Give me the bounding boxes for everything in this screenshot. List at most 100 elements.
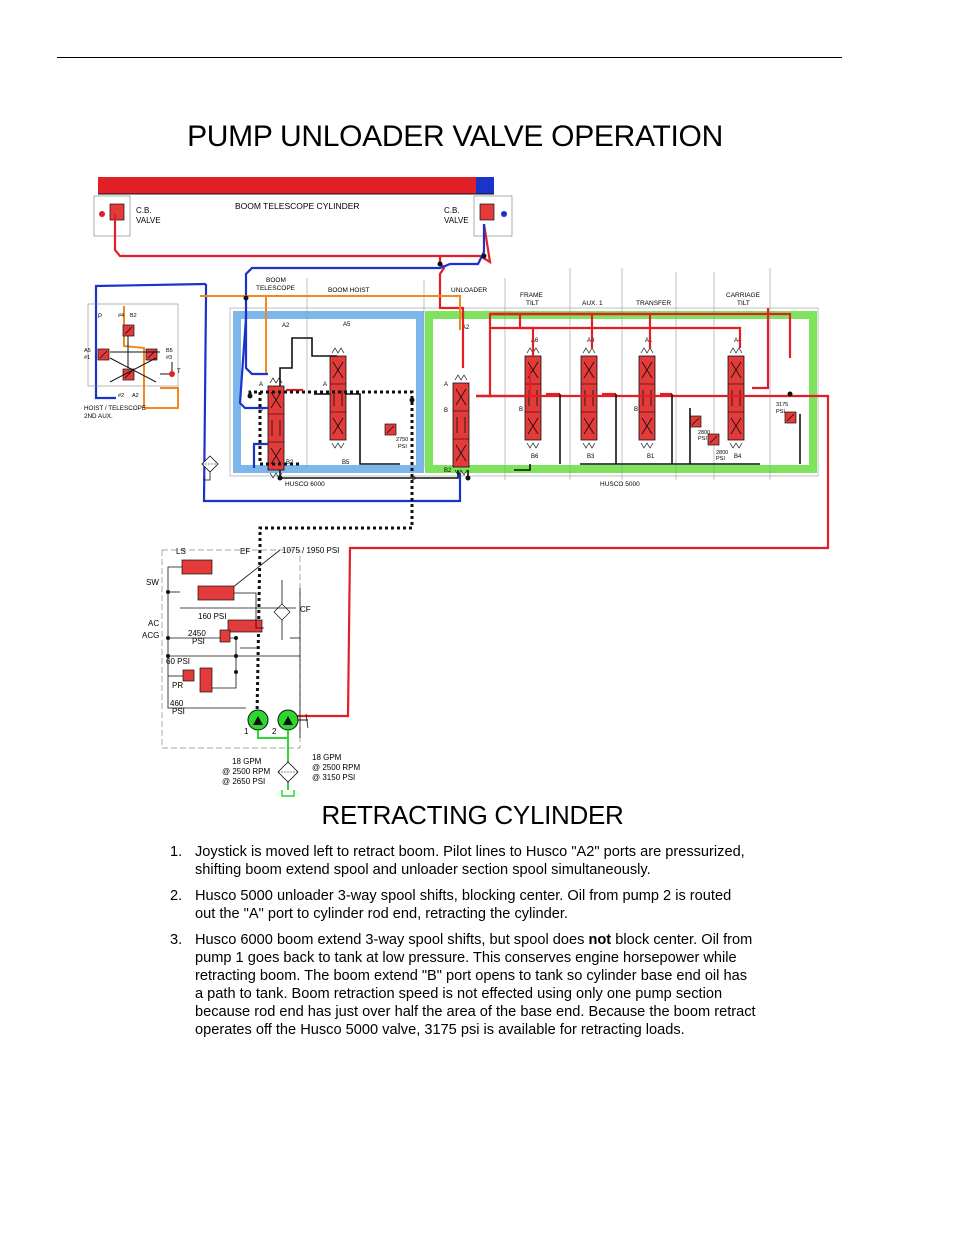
port-b3: B3 [587,454,595,460]
pump-1-spec-3: @ 2650 PSI [222,777,265,786]
joystick-label-2: #2 [118,393,124,399]
section-carriage-tilt-1: CARRIAGE [726,292,761,299]
port-b-transfer: B [634,407,638,413]
boom-cylinder-barrel [98,177,476,194]
port-a2: A2 [282,323,290,329]
pump-1-spec-2: @ 2500 RPM [222,767,270,776]
section-aux1: AUX. 1 [582,300,603,307]
pump-2-spec-3: @ 3150 PSI [312,773,355,782]
pump-2-spec-2: @ 2500 RPM [312,763,360,772]
port-b-frame: B [519,407,523,413]
pump-acg: ACG [142,631,159,640]
pump-ls: LS [176,547,186,556]
pump-1075: 1075 / 1950 PSI [282,546,339,555]
step-3-line-5: operates off the Husco 5000 valve, 3175 … [195,1022,685,1038]
joystick-valve-4 [122,324,135,337]
spool-aux1 [580,347,598,449]
port-b2-unloader: B2 [444,468,452,474]
port-a-hoist: A [323,382,327,388]
section-frame-tilt-2: TILT [526,300,539,307]
step-1: 1. Joystick is moved left to retract boo… [170,843,790,879]
step-3-line-3: a path to tank. Boom retraction speed is… [195,986,723,1002]
load-sense-line [248,390,414,717]
port-a-6000: A [259,382,263,388]
joystick-block [87,303,179,387]
port-b6: B6 [531,454,539,460]
relief-2800a [689,415,702,428]
psi-2800a-1: 2800 [698,430,710,436]
port-b5: B5 [342,460,350,466]
pump-sw: SW [146,578,159,587]
port-b4: B4 [734,454,742,460]
section-unloader: UNLOADER [451,287,487,294]
husco-6000-frame [233,311,424,473]
cb-valve-right-label-2: VALVE [444,216,469,225]
pump-1-label: 1 [244,727,249,736]
psi-2800b-2: PSI [716,456,725,462]
steps-list: 1. Joystick is moved left to retract boo… [170,843,790,1047]
hoist-telescope-label-1: HOIST / TELESCOPE [84,405,146,412]
step-3-before-bold: Husco 6000 boom extend 3-way spool shift… [195,932,589,948]
pump-460-2: PSI [172,707,185,716]
step-3-line-4: because rod end has just over half the a… [195,1004,756,1020]
port-b-unloader: B [444,408,448,414]
psi-2750-2: PSI [398,444,407,450]
pump-2450-1: 2450 [188,629,206,638]
joystick-label-b2: B2 [130,313,137,319]
joystick-valve-1 [97,348,110,361]
joystick-label-3: #3 [166,355,172,361]
step-3-line-2: retracting boom. The boom extend "B" por… [195,968,748,984]
pump-2450-2: PSI [192,637,205,646]
pump-60: 60 PSI [166,657,190,666]
step-2-number: 2. [170,888,183,904]
spool-boom-telescope [267,377,285,479]
step-3-after-bold: block center. Oil from [611,932,753,948]
section-title: RETRACTING CYLINDER [321,800,624,830]
boom-cylinder-base [476,177,494,194]
joystick-label-4: #4 [118,313,124,319]
section-transfer: TRANSFER [636,300,671,307]
port-p: P [412,477,416,483]
section-boom-hoist: BOOM HOIST [328,287,370,294]
pump-cf: CF [300,605,311,614]
port-a-unloader: A [444,382,448,388]
step-3-line-1: pump 1 goes back to tank at low pressure… [195,950,737,966]
relief-2750 [384,423,397,436]
joystick-label-a2: A2 [132,393,139,399]
boom-cylinder-label: BOOM TELESCOPE CYLINDER [235,201,360,211]
spool-transfer [638,347,656,449]
cb-valve-left-symbol [109,203,125,221]
section-boom-telescope-2: TELESCOPE [256,285,296,292]
pump-ac: AC [148,619,159,628]
step-2: 2. Husco 5000 unloader 3-way spool shift… [170,887,790,923]
pump-460-1: 460 [170,699,184,708]
hydraulic-schematic: BOOM TELESCOPE CYLINDER C.B. VALVE C.B. … [84,177,830,797]
hoist-telescope-label-2: 2ND AUX. [84,413,113,420]
section-carriage-tilt-2: TILT [737,300,750,307]
step-2-line-2: out the "A" port to cylinder rod end, re… [195,906,568,922]
psi-2800a-2: PSI [698,436,707,442]
husco-6000-label: HUSCO 6000 [285,481,325,488]
cb-valve-left-label-2: VALVE [136,216,161,225]
step-2-line-1: Husco 5000 unloader 3-way spool shifts, … [195,888,732,904]
joystick-label-1: #1 [84,355,90,361]
pump-2-spec-1: 18 GPM [312,753,342,762]
spool-unloader [452,374,470,476]
pump-1-spec-1: 18 GPM [232,757,262,766]
cb-valve-left-label-1: C.B. [136,206,152,215]
husco-5000-label: HUSCO 5000 [600,481,640,488]
step-3: 3. Husco 6000 boom extend 3-way spool sh… [170,931,790,1039]
header-rule [57,57,842,58]
psi-3175-2: PSI [776,409,785,415]
psi-2750-1: 2750 [396,437,408,443]
husco-5000-frame [425,311,817,473]
step-1-line-1: Joystick is moved left to retract boom. … [195,844,745,860]
port-a2-5000: A2 [462,325,470,331]
port-a5: A5 [343,322,351,328]
joystick-label-b5: B5 [166,348,173,354]
step-3-number: 3. [170,932,183,948]
joystick-port-p: P [98,314,102,320]
section-frame-tilt-1: FRAME [520,292,543,299]
joystick-label-a5: A5 [84,348,91,354]
pump-pr: PR [172,681,183,690]
